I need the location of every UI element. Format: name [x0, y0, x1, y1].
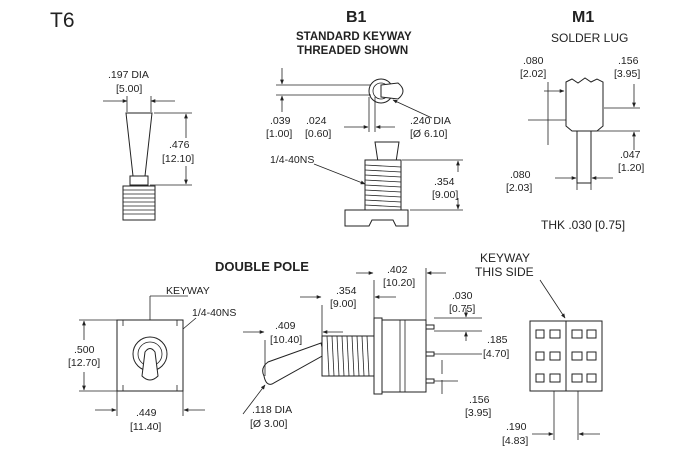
- t6-len-mm: [12.10]: [162, 153, 194, 165]
- b1-section: B1 STANDARD KEYWAY THREADED SHOWN .039 […: [266, 9, 463, 227]
- dp-d190-mm: [4.83]: [502, 435, 528, 447]
- dp-d409-mm: [10.40]: [270, 334, 302, 346]
- t6-section: T6 .197 DIA [5.00] .476 [12.10]: [50, 9, 194, 221]
- b1-d024-inch: .024: [306, 115, 327, 127]
- t6-handle-collar: [129, 175, 149, 186]
- dp-d354-mm: [9.00]: [330, 298, 356, 310]
- b1-handle-top-view: [380, 82, 404, 100]
- dp-rear-view: [529, 320, 603, 392]
- dp-d156-mm: [3.95]: [465, 407, 491, 419]
- t6-dia-mm: [5.00]: [116, 83, 142, 95]
- m1-thickness: THK .030 [0.75]: [541, 218, 625, 232]
- dp-d118-inch: .118 DIA: [252, 404, 292, 416]
- dp-front-view-body: [116, 319, 184, 392]
- dp-keyway-this-side-2: THIS SIDE: [475, 265, 534, 279]
- dp-d190-inch: .190: [506, 421, 527, 433]
- t6-len-inch: .476: [169, 139, 190, 151]
- b1-subtitle-2: THREADED SHOWN: [297, 45, 408, 57]
- b1-d240-inch: .240 DIA: [410, 115, 451, 127]
- b1-thread-label: 1/4-40NS: [270, 154, 314, 166]
- dp-d402-mm: [10.20]: [383, 277, 415, 289]
- b1-subtitle-1: STANDARD KEYWAY: [296, 31, 412, 43]
- dp-side-flange: [373, 317, 383, 395]
- dp-d156-inch: .156: [469, 394, 490, 406]
- m1-d080a-inch: .080: [523, 55, 544, 67]
- m1-d080b-inch: .080: [510, 169, 531, 181]
- m1-d047-inch: .047: [620, 149, 641, 161]
- b1-d039-inch: .039: [270, 115, 291, 127]
- m1-d047-mm: [1.20]: [618, 162, 644, 174]
- b1-threaded-bushing: [364, 159, 402, 211]
- dp-keyway-label: KEYWAY: [166, 285, 210, 297]
- dp-d185-inch: .185: [487, 334, 508, 346]
- m1-subtitle: SOLDER LUG: [551, 31, 628, 45]
- dp-keyway-this-side-1: KEYWAY: [480, 251, 530, 265]
- m1-d156-inch: .156: [618, 55, 639, 67]
- b1-d354-inch: .354: [434, 176, 455, 188]
- dp-d449-inch: .449: [136, 407, 157, 419]
- dp-side-threaded-bushing: [321, 335, 375, 377]
- t6-title: T6: [50, 9, 75, 32]
- dp-d500-inch: .500: [74, 344, 95, 356]
- dp-d402-inch: .402: [387, 264, 408, 276]
- t6-dia-inch: .197 DIA: [108, 69, 149, 81]
- dp-d185-mm: [4.70]: [483, 348, 509, 360]
- m1-d080b-mm: [2.03]: [506, 182, 532, 194]
- m1-section: M1 SOLDER LUG .080 [2.02] .156 [3.95] .0…: [506, 9, 644, 232]
- m1-lug-tip: [576, 130, 592, 184]
- double-pole-section: DOUBLE POLE KEYWAY 1/4-40NS .500 [12.70]…: [68, 251, 603, 447]
- t6-handle-shape: [125, 112, 153, 177]
- b1-d024-mm: [0.60]: [305, 128, 331, 140]
- dp-d030-inch: .030: [452, 290, 473, 302]
- dp-d030-mm: [0.75]: [449, 303, 475, 315]
- b1-mounting-flange: [344, 209, 409, 227]
- b1-handle-stub: [374, 141, 400, 163]
- b1-title: B1: [346, 9, 367, 26]
- dp-d409-inch: .409: [275, 320, 296, 332]
- dp-d449-mm: [11.40]: [130, 421, 161, 433]
- dp-d118-mm: [Ø 3.00]: [250, 418, 287, 430]
- double-pole-title: DOUBLE POLE: [215, 259, 309, 274]
- dp-side-case: [381, 319, 427, 393]
- b1-d240-mm: [Ø 6.10]: [410, 128, 447, 140]
- dp-front-thread-label: 1/4-40NS: [192, 307, 236, 319]
- m1-title: M1: [572, 9, 594, 26]
- dp-d500-mm: [12.70]: [68, 357, 100, 369]
- b1-d354-mm: [9.00]: [432, 189, 458, 201]
- m1-d156-mm: [3.95]: [614, 68, 640, 80]
- t6-threaded-bushing: [122, 185, 156, 221]
- m1-lug-body: [565, 77, 604, 132]
- m1-d080a-mm: [2.02]: [520, 68, 546, 80]
- dp-d354-inch: .354: [336, 285, 357, 297]
- dp-side-lever: [262, 342, 325, 385]
- dp-side-terminals: [425, 324, 435, 384]
- b1-d039-mm: [1.00]: [266, 128, 292, 140]
